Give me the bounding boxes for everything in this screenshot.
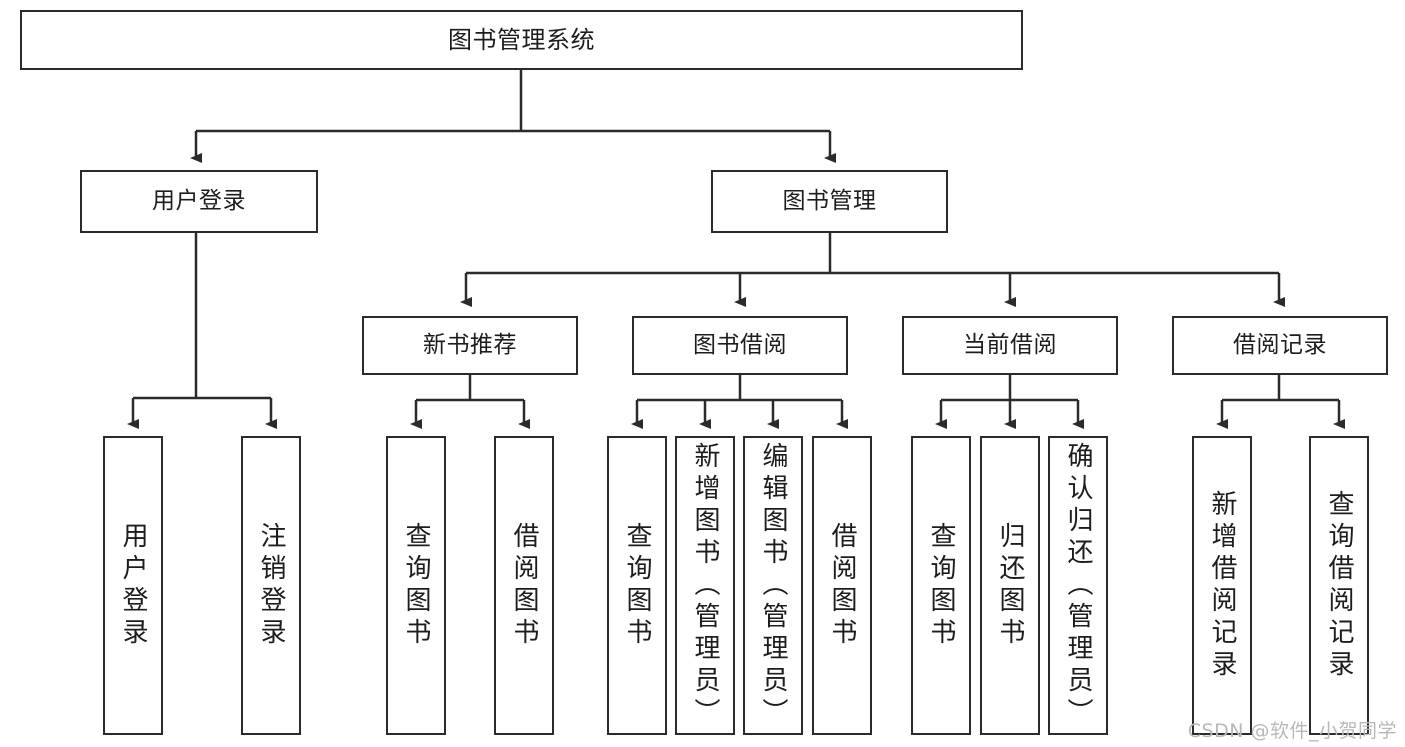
node-label: 新书推荐 — [423, 331, 517, 358]
node-label: 借阅图书 — [509, 521, 539, 650]
csdn-watermark: CSDN @软件_小贺同学 — [1187, 720, 1397, 742]
node-label: 当前借阅 — [963, 331, 1057, 358]
leaf-add-borrow-record[interactable]: 新增借阅记录 — [1192, 436, 1252, 735]
node-label: 查询图书 — [926, 521, 956, 650]
node-root-system[interactable]: 图书管理系统 — [20, 10, 1023, 70]
leaf-query-borrow-record[interactable]: 查询借阅记录 — [1309, 436, 1369, 735]
node-current-borrow[interactable]: 当前借阅 — [902, 316, 1118, 375]
leaf-user-login[interactable]: 用户登录 — [103, 436, 163, 735]
node-book-management[interactable]: 图书管理 — [711, 170, 948, 233]
node-label: 编辑图书（管理员） — [758, 442, 788, 730]
node-label: 借阅记录 — [1233, 331, 1327, 358]
node-label: 用户登录 — [152, 187, 246, 214]
leaf-return-book[interactable]: 归还图书 — [980, 436, 1040, 735]
node-book-borrow[interactable]: 图书借阅 — [632, 316, 848, 375]
node-label: 注销登录 — [256, 521, 286, 650]
node-label: 归还图书 — [995, 521, 1025, 650]
node-label: 新增图书（管理员） — [690, 442, 720, 730]
node-label: 用户登录 — [118, 521, 148, 650]
node-label: 查询借阅记录 — [1324, 489, 1354, 682]
leaf-logout-login[interactable]: 注销登录 — [241, 436, 301, 735]
leaf-query-book-borrow[interactable]: 查询图书 — [607, 436, 667, 735]
leaf-borrow-book-recommend[interactable]: 借阅图书 — [494, 436, 554, 735]
node-label: 确认归还（管理员） — [1063, 442, 1093, 730]
node-label: 图书借阅 — [693, 331, 787, 358]
leaf-query-book-recommend[interactable]: 查询图书 — [386, 436, 446, 735]
node-label: 查询图书 — [401, 521, 431, 650]
node-user-login[interactable]: 用户登录 — [80, 170, 318, 233]
node-label: 借阅图书 — [827, 521, 857, 650]
node-label: 图书管理系统 — [448, 25, 595, 54]
node-label: 新增借阅记录 — [1207, 489, 1237, 682]
node-label: 图书管理 — [782, 187, 877, 214]
node-label: 查询图书 — [622, 521, 652, 650]
leaf-query-book-current[interactable]: 查询图书 — [911, 436, 971, 735]
leaf-add-book-admin[interactable]: 新增图书（管理员） — [675, 436, 735, 735]
leaf-edit-book-admin[interactable]: 编辑图书（管理员） — [743, 436, 803, 735]
node-borrow-record[interactable]: 借阅记录 — [1172, 316, 1388, 375]
node-new-book-recommend[interactable]: 新书推荐 — [362, 316, 578, 375]
leaf-borrow-book[interactable]: 借阅图书 — [812, 436, 872, 735]
leaf-confirm-return-admin[interactable]: 确认归还（管理员） — [1048, 436, 1108, 735]
